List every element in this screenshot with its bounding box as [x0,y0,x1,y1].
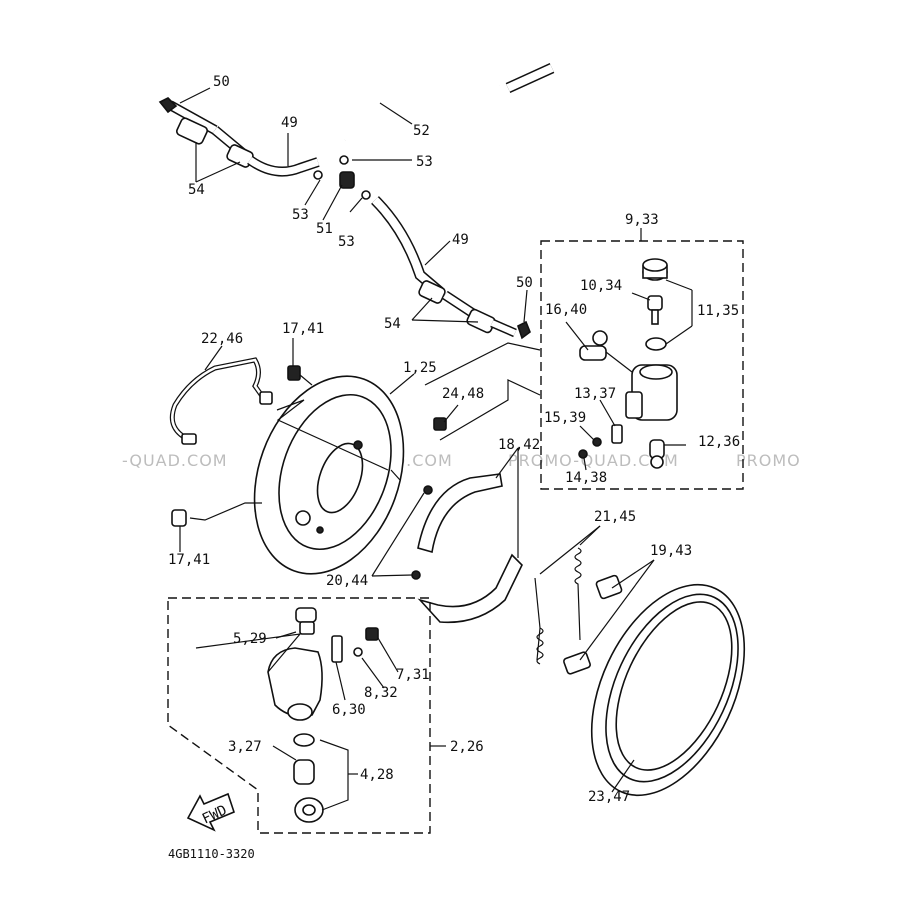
callout-label: 7,31 [396,667,430,683]
callout-label: 2,26 [450,739,484,755]
callout-label: 21,45 [594,509,636,525]
watermark-text: -QUAD.COM [122,451,228,470]
brake-panel-assembly [253,342,541,575]
callout-label: 1,25 [403,360,437,376]
forward-direction-arrow: FWD [186,792,235,832]
callout-label: 53 [338,234,355,250]
callout-label: 16,40 [545,302,587,318]
callout-label: 20,44 [326,573,368,589]
callout-label: 15,39 [544,410,586,426]
callout-label: 17,41 [168,552,210,568]
watermark-text: PROMO-QUAD.COM [508,451,679,470]
callout-label: 52 [413,123,430,139]
callout-label: 14,38 [565,470,607,486]
callout-label: 54 [188,182,205,198]
brake-shoes [371,447,523,624]
callout-label: 5,29 [233,631,267,647]
brake-drum [590,583,746,797]
master-cylinder-group [540,228,744,490]
callout-label: 51 [316,221,333,237]
callout-label: 24,48 [442,386,484,402]
return-springs [534,525,655,675]
leader-lines [179,87,528,323]
callout-label: 23,47 [588,789,630,805]
callout-label: 9,33 [625,212,659,228]
callout-label: 50 [516,275,533,291]
callout-label: 54 [384,316,401,332]
callout-label: 3,27 [228,739,262,755]
drawing-code: 4GB1110-3320 [168,847,255,861]
callout-label: 11,35 [697,303,739,319]
callout-label: 49 [452,232,469,248]
breather-hose-assembly [158,62,555,340]
callout-label: 13,37 [574,386,616,402]
watermark-text: PROMO [736,451,801,470]
callout-label: 17,41 [282,321,324,337]
callout-label: 53 [416,154,433,170]
callout-label: 50 [213,74,230,90]
callout-label: 22,46 [201,331,243,347]
callout-labels: 50 49 52 53 54 53 51 53 49 9,33 50 10,34… [168,74,740,805]
callout-label: 19,43 [650,543,692,559]
callout-label: 6,30 [332,702,366,718]
wheel-cylinder-group [167,597,446,834]
callout-label: 49 [281,115,298,131]
brake-hose [169,338,313,552]
callout-label: 53 [292,207,309,223]
callout-label: 8,32 [364,685,398,701]
callout-label: 12,36 [698,434,740,450]
callout-label: 18,42 [498,437,540,453]
callout-label: 10,34 [580,278,622,294]
callout-label: 4,28 [360,767,394,783]
